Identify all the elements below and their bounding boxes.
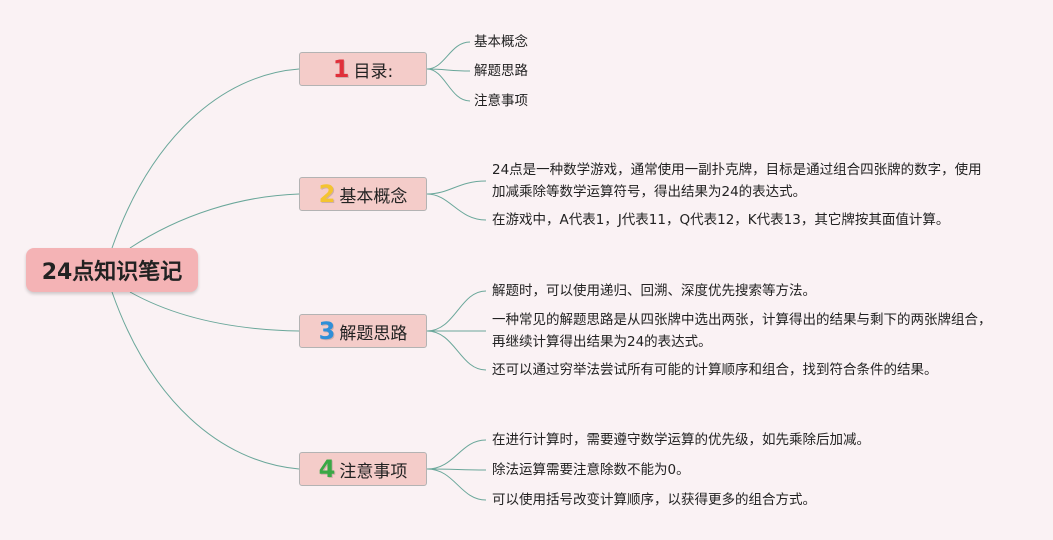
root-node[interactable]: 24点知识笔记 — [26, 248, 198, 292]
link-t1-leaf-2 — [426, 68, 471, 72]
link-t2-leaf-2 — [426, 193, 487, 221]
link-root-topic-3 — [129, 291, 300, 332]
link-root-topic-1 — [111, 68, 300, 249]
topic-node-1[interactable]: 1 目录: — [299, 52, 427, 86]
topic-number-1-icon: 1 — [332, 55, 350, 83]
link-t1-leaf-3 — [426, 68, 471, 102]
leaf-4-1[interactable]: 在进行计算时，需要遵守数学运算的优先级，如先乘除后加减。 — [492, 432, 870, 448]
leaf-4-3[interactable]: 可以使用括号改变计算顺序，以获得更多的组合方式。 — [492, 492, 816, 508]
leaf-1-3[interactable]: 注意事项 — [474, 93, 528, 109]
link-t3-leaf-3 — [426, 330, 487, 371]
topic-label-2: 基本概念 — [339, 186, 408, 207]
topic-number-3-icon: 3 — [318, 317, 336, 345]
link-t4-leaf-2 — [426, 468, 487, 471]
topic-node-4[interactable]: 4 注意事项 — [299, 452, 427, 486]
link-root-topic-2 — [129, 193, 300, 249]
leaf-1-1[interactable]: 基本概念 — [474, 34, 528, 50]
leaf-4-2[interactable]: 除法运算需要注意除数不能为0。 — [492, 462, 690, 478]
topic-node-2[interactable]: 2 基本概念 — [299, 177, 427, 211]
link-t2-leaf-1 — [426, 180, 487, 195]
link-t4-leaf-3 — [426, 468, 487, 501]
link-root-topic-4 — [111, 291, 300, 470]
root-label: 24点知识笔记 — [41, 260, 183, 285]
topic-label-4: 注意事项 — [339, 461, 408, 482]
leaf-1-2[interactable]: 解题思路 — [474, 63, 528, 79]
topic-label-1: 目录: — [353, 61, 394, 82]
topic-number-2-icon: 2 — [318, 180, 336, 208]
topic-label-3: 解题思路 — [339, 323, 408, 344]
leaf-2-2[interactable]: 在游戏中，A代表1，J代表11，Q代表12，K代表13，其它牌按其面值计算。 — [492, 212, 950, 228]
link-t3-leaf-1 — [426, 290, 487, 332]
topic-number-4-icon: 4 — [318, 455, 336, 483]
leaf-3-3[interactable]: 还可以通过穷举法尝试所有可能的计算顺序和组合，找到符合条件的结果。 — [492, 362, 938, 378]
leaf-3-2[interactable]: 一种常见的解题思路是从四张牌中选出两张，计算得出的结果与剩下的两张牌组合，再继续… — [492, 312, 992, 350]
leaf-2-1[interactable]: 24点是一种数学游戏，通常使用一副扑克牌，目标是通过组合四张牌的数字，使用加减乘… — [492, 162, 982, 200]
topic-node-3[interactable]: 3 解题思路 — [299, 314, 427, 348]
link-t4-leaf-1 — [426, 439, 487, 470]
leaf-3-1[interactable]: 解题时，可以使用递归、回溯、深度优先搜索等方法。 — [492, 283, 816, 299]
link-t1-leaf-1 — [426, 41, 471, 70]
